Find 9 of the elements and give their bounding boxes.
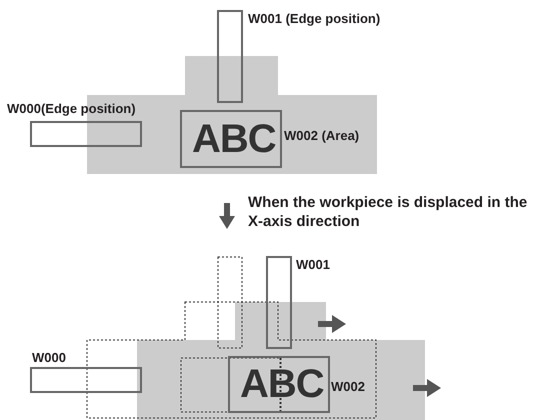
window-label: W001 (Edge position) [248, 11, 380, 27]
window-label: W000 [32, 350, 66, 366]
window-label: W000(Edge position) [7, 101, 136, 117]
workpiece-marking: ABC [192, 118, 276, 160]
window-label: W001 [296, 257, 330, 273]
note-text: When the workpiece is displaced in the X-axis direction [248, 193, 528, 231]
workpiece-marking: ABC [240, 363, 324, 405]
window-label: W002 [331, 379, 365, 395]
window-label: W002 (Area) [284, 128, 360, 144]
